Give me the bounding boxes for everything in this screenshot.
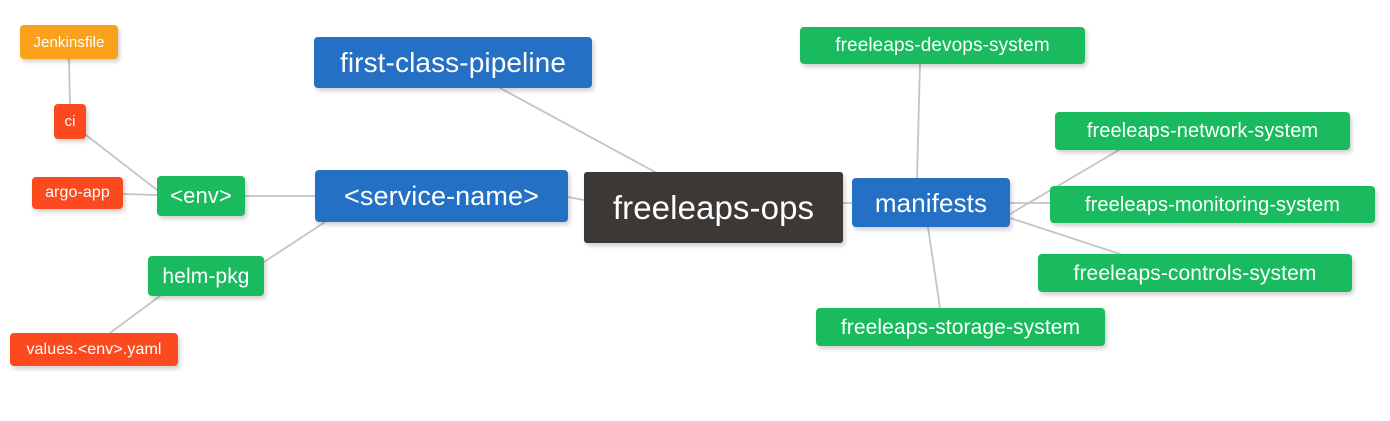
node-label: <service-name> [344,180,539,211]
edge-manifests-to-devops [916,63,921,179]
node-label: Jenkinsfile [33,33,105,51]
node-label: helm-pkg [162,264,250,288]
node-argo-app[interactable]: argo-app [32,177,123,209]
edge-service-name-to-root [567,196,585,201]
edge-jenkinsfile-to-ci [68,58,71,105]
edge-helm-pkg-to-values-yaml [109,295,161,334]
node-label: freeleaps-ops [612,189,815,226]
node-label: freeleaps-controls-system [1073,261,1317,285]
node-network[interactable]: freeleaps-network-system [1055,112,1350,150]
node-label: first-class-pipeline [339,46,567,78]
edge-service-name-to-helm-pkg [263,221,326,263]
node-label: values.<env>.yaml [26,340,162,358]
node-env[interactable]: <env> [157,176,245,216]
node-monitoring[interactable]: freeleaps-monitoring-system [1050,186,1375,223]
node-label: freeleaps-monitoring-system [1084,193,1340,216]
node-storage[interactable]: freeleaps-storage-system [816,308,1105,346]
node-jenkinsfile[interactable]: Jenkinsfile [20,25,118,59]
node-values-yaml[interactable]: values.<env>.yaml [10,333,178,366]
node-manifests[interactable]: manifests [852,178,1010,227]
node-helm-pkg[interactable]: helm-pkg [148,256,264,296]
node-label: <env> [170,183,232,208]
node-label: freeleaps-devops-system [835,35,1050,56]
node-label: argo-app [45,184,110,201]
node-service-name[interactable]: <service-name> [315,170,568,222]
edge-manifests-to-controls [1009,217,1121,255]
node-controls[interactable]: freeleaps-controls-system [1038,254,1352,292]
node-label: manifests [874,187,988,218]
edge-manifests-to-storage [927,226,941,309]
node-label: freeleaps-network-system [1086,120,1319,142]
edge-pipeline-to-root [499,87,656,173]
node-label: freeleaps-storage-system [840,315,1081,339]
node-ci[interactable]: ci [54,104,86,139]
node-root[interactable]: freeleaps-ops [584,172,843,243]
node-devops[interactable]: freeleaps-devops-system [800,27,1085,64]
edge-argo-app-to-env [122,193,158,196]
node-label: ci [64,113,76,130]
node-pipeline[interactable]: first-class-pipeline [314,37,592,88]
